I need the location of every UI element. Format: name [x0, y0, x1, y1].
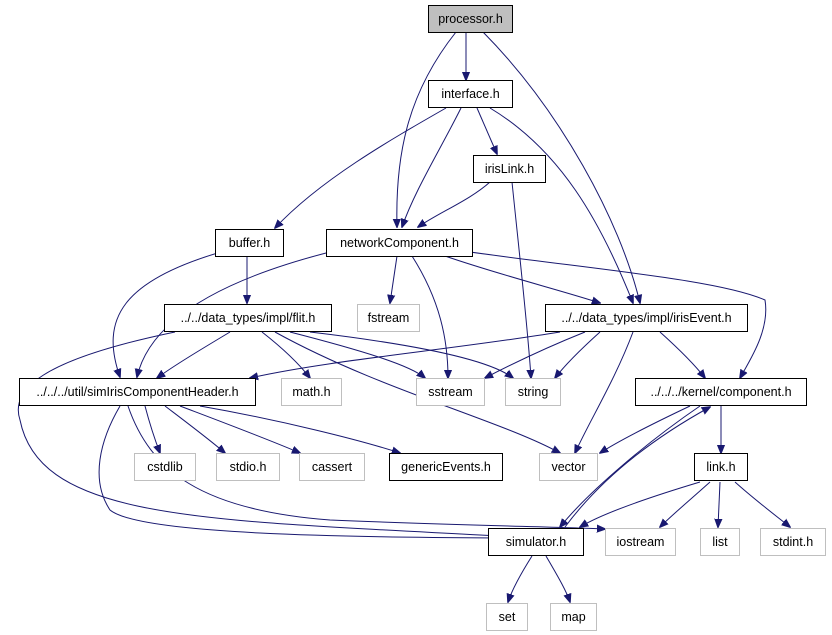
node-label: list [712, 535, 728, 549]
node-label: ../../data_types/impl/irisEvent.h [561, 311, 732, 325]
node-sstream: sstream [416, 378, 485, 406]
node-label: string [517, 385, 549, 399]
edge-interface-buffer [275, 107, 447, 228]
edge-irisevent-sstream [485, 331, 586, 378]
node-label: cassert [311, 460, 353, 474]
edge-interface-irislink [476, 107, 497, 154]
node-processor-h: processor.h [428, 5, 513, 33]
node-label: stdio.h [229, 460, 267, 474]
node-label: ../../data_types/impl/flit.h [180, 311, 316, 325]
node-label: set [498, 610, 516, 624]
edge-networkcomponent-component [469, 251, 767, 378]
node-label: irisLink.h [484, 162, 535, 176]
node-label: vector [551, 460, 586, 474]
node-cstdlib: cstdlib [134, 453, 196, 481]
node-stdint-h: stdint.h [760, 528, 826, 556]
edge-simiris-genericevents [199, 405, 400, 453]
node-label: genericEvents.h [401, 460, 491, 474]
edge-flit-string [309, 331, 513, 378]
node-cassert: cassert [299, 453, 365, 481]
node-map: map [550, 603, 597, 631]
edge-simulator-set [508, 555, 533, 602]
node-math-h: math.h [281, 378, 342, 406]
edge-flit-simiris [157, 331, 231, 378]
node-label: fstream [367, 311, 410, 325]
node-genericevents-h[interactable]: genericEvents.h [389, 453, 503, 481]
node-irisevent-h[interactable]: ../../data_types/impl/irisEvent.h [545, 304, 748, 332]
node-irislink-h[interactable]: irisLink.h [473, 155, 546, 183]
node-label: math.h [292, 385, 331, 399]
node-buffer-h[interactable]: buffer.h [215, 229, 284, 257]
edge-simulator-component [564, 407, 710, 528]
edge-networkcomponent-irisevent [444, 255, 600, 303]
edge-processor-irisevent [482, 31, 640, 303]
edge-flit-simulator [17, 331, 500, 536]
edge-component-simulator [560, 405, 701, 527]
node-networkcomponent-h[interactable]: networkComponent.h [326, 229, 473, 257]
node-simiriscomponentheader-h[interactable]: ../../../util/simIrisComponentHeader.h [19, 378, 256, 406]
node-label: processor.h [438, 12, 503, 26]
node-label: simulator.h [505, 535, 567, 549]
node-string: string [505, 378, 561, 406]
node-label: sstream [428, 385, 473, 399]
node-fstream: fstream [357, 304, 420, 332]
node-link-h[interactable]: link.h [694, 453, 748, 481]
node-flit-h[interactable]: ../../data_types/impl/flit.h [164, 304, 332, 332]
edge-interface-irisevent [489, 107, 633, 303]
node-vector: vector [539, 453, 598, 481]
edge-irislink-string [511, 181, 531, 378]
edge-networkcomponent-sstream [411, 255, 448, 378]
edge-simiris-stdio [164, 405, 225, 453]
edge-simiris-cstdlib [144, 405, 160, 453]
edge-link-stdint [734, 481, 790, 527]
node-simulator-h[interactable]: simulator.h [488, 528, 584, 556]
node-label: map [561, 610, 586, 624]
node-label: cstdlib [147, 460, 183, 474]
node-list: list [700, 528, 740, 556]
node-component-h[interactable]: ../../../kernel/component.h [635, 378, 807, 406]
edge-link-simulator [580, 481, 701, 527]
edge-irisevent-component [659, 331, 705, 378]
node-label: ../../../kernel/component.h [650, 385, 792, 399]
node-label: interface.h [441, 87, 500, 101]
edge-irisevent-vector [575, 331, 634, 453]
node-label: buffer.h [228, 236, 271, 250]
edge-networkcomponent-simiris [137, 251, 331, 377]
node-interface-h[interactable]: interface.h [428, 80, 513, 108]
edge-flit-math [261, 331, 310, 378]
edge-irisevent-simiris [250, 331, 561, 378]
node-stdio-h: stdio.h [216, 453, 280, 481]
edge-irislink-networkcomponent [418, 181, 491, 227]
node-label: ../../../util/simIrisComponentHeader.h [36, 385, 239, 399]
node-set: set [486, 603, 528, 631]
edge-simiris-cassert [179, 405, 300, 453]
edge-buffer-simiris [112, 249, 229, 377]
node-label: networkComponent.h [340, 236, 459, 250]
edge-irisevent-string [555, 331, 601, 378]
node-label: link.h [706, 460, 736, 474]
edge-simulator-map [545, 555, 570, 602]
edge-interface-networkcomponent [402, 107, 462, 227]
edge-component-vector [600, 405, 691, 453]
edge-simiris-simulator [98, 405, 500, 538]
node-iostream: iostream [605, 528, 676, 556]
edge-networkcomponent-fstream [390, 255, 398, 303]
edge-link-iostream [660, 481, 711, 527]
edge-link-list [718, 481, 720, 527]
node-label: stdint.h [772, 535, 814, 549]
edge-simiris-iostream [127, 405, 605, 529]
node-label: iostream [616, 535, 665, 549]
edge-processor-networkcomponent [397, 31, 457, 227]
